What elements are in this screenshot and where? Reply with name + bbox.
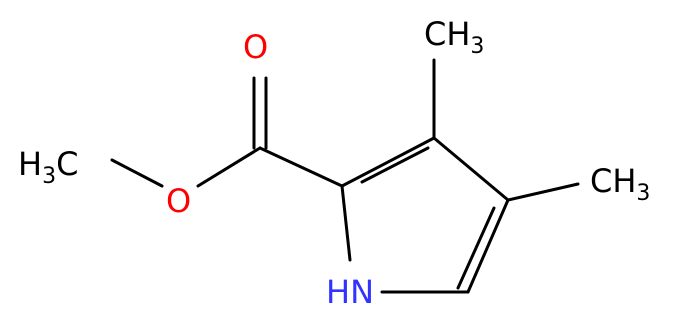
bond-n-c2 bbox=[340, 184, 352, 262]
bond-ester-o-methyl bbox=[110, 158, 164, 188]
bond-c4-c5-inner bbox=[456, 206, 496, 290]
bond-c4-methyl bbox=[506, 182, 580, 202]
methyl-right-label: CH3 bbox=[590, 162, 650, 206]
methyl-top-ch: CH bbox=[424, 15, 470, 53]
methyl-left-label: H3C bbox=[18, 145, 78, 189]
methyl-right-ch: CH bbox=[590, 162, 636, 200]
bond-c4-c5 bbox=[466, 198, 510, 294]
bond-carbonyl-c2 bbox=[258, 146, 344, 188]
ring-nitrogen-label: HN bbox=[326, 273, 374, 311]
atom-labels: O O H3C CH3 CH3 HN bbox=[18, 15, 650, 311]
bond-c2-c3-inner bbox=[360, 146, 430, 184]
bonds bbox=[110, 58, 580, 294]
methyl-left-c: C bbox=[56, 145, 78, 183]
bond-c2-c3 bbox=[340, 136, 436, 188]
carbonyl-oxygen-label: O bbox=[243, 28, 268, 66]
methyl-left-h: H bbox=[18, 145, 42, 183]
methyl-right-subscript: 3 bbox=[636, 181, 650, 206]
methyl-top-label: CH3 bbox=[424, 15, 484, 59]
methyl-top-subscript: 3 bbox=[470, 34, 484, 59]
methyl-left-subscript: 3 bbox=[42, 164, 56, 189]
ester-oxygen-label: O bbox=[166, 182, 191, 220]
bond-carbonyl-ester-o bbox=[196, 146, 262, 188]
bond-c3-c4 bbox=[432, 136, 510, 202]
